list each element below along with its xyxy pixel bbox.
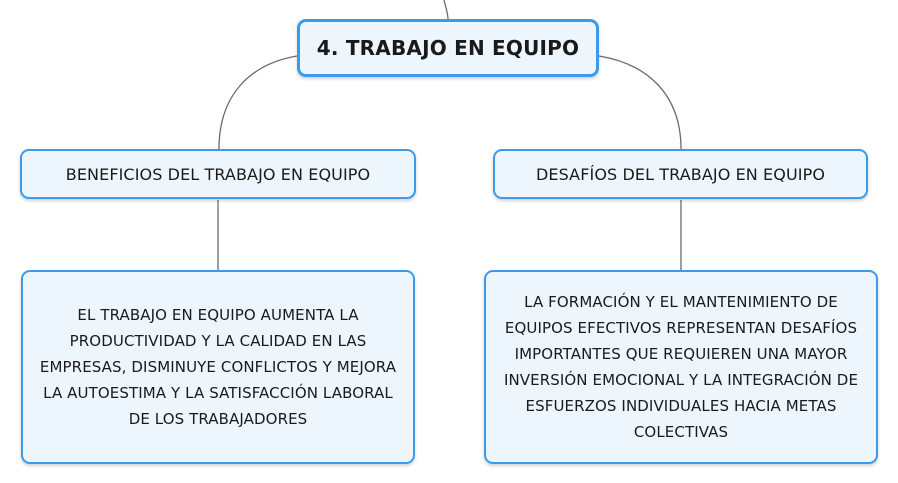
benefits-topic-label: BENEFICIOS DEL TRABAJO EN EQUIPO xyxy=(65,164,371,184)
benefits-detail-node[interactable]: EL TRABAJO EN EQUIPO AUMENTA LA PRODUCTI… xyxy=(21,270,415,464)
benefits-detail-text: EL TRABAJO EN EQUIPO AUMENTA LA PRODUCTI… xyxy=(39,306,397,428)
challenges-detail-node[interactable]: LA FORMACIÓN Y EL MANTENIMIENTO DE EQUIP… xyxy=(484,270,878,464)
challenges-topic-node[interactable]: DESAFÍOS DEL TRABAJO EN EQUIPO xyxy=(493,149,868,199)
root-topic-node[interactable]: 4. TRABAJO EN EQUIPO xyxy=(297,19,599,77)
challenges-topic-label: DESAFÍOS DEL TRABAJO EN EQUIPO xyxy=(535,164,826,184)
connector-root-to-benefits xyxy=(218,55,298,150)
root-topic-label: 4. TRABAJO EN EQUIPO xyxy=(316,36,580,60)
benefits-topic-node[interactable]: BENEFICIOS DEL TRABAJO EN EQUIPO xyxy=(20,149,416,199)
connector-parent-to-root xyxy=(443,0,449,20)
connector-root-to-challenges xyxy=(598,55,682,150)
challenges-detail-text: LA FORMACIÓN Y EL MANTENIMIENTO DE EQUIP… xyxy=(503,293,859,441)
